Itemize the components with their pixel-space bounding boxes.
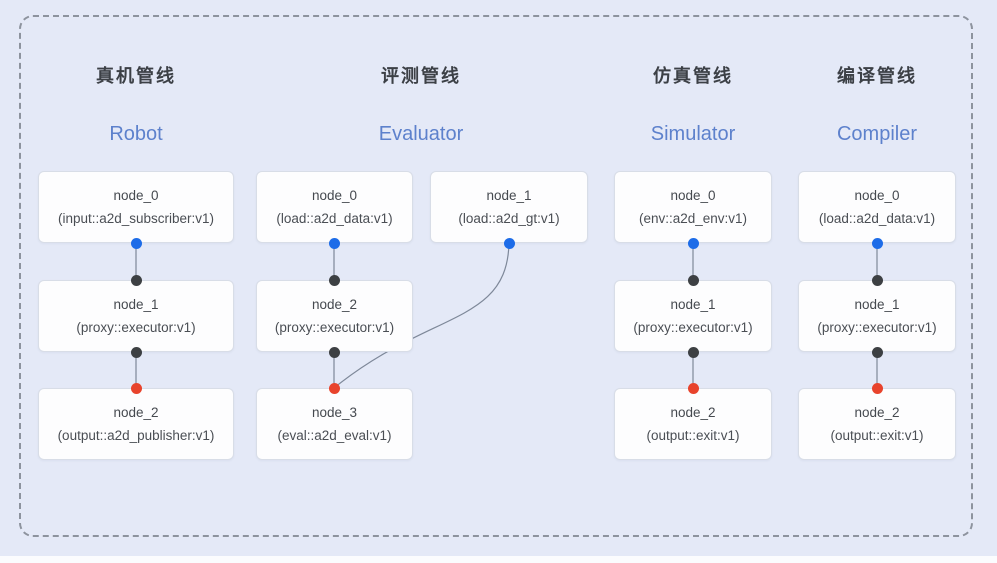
pipeline-title-zh: 编译管线 xyxy=(837,66,917,86)
node-impl: (eval::a2d_eval:v1) xyxy=(277,428,392,443)
port-blue-dot xyxy=(130,237,142,249)
node-name: node_2 xyxy=(113,405,159,420)
node-name: node_2 xyxy=(854,405,900,420)
node-impl: (proxy::executor:v1) xyxy=(817,320,937,335)
node-name: node_0 xyxy=(113,188,159,203)
node-name: node_1 xyxy=(670,297,716,312)
node-name: node_1 xyxy=(113,297,159,312)
node-box-evaluator-0: node_0 (load::a2d_data:v1) xyxy=(256,171,413,243)
port-red-dot xyxy=(130,382,142,394)
node-impl: (load::a2d_data:v1) xyxy=(818,211,936,226)
pipeline-title-zh: 仿真管线 xyxy=(653,66,733,86)
port-red-dot xyxy=(687,382,699,394)
pipeline-title-en: Simulator xyxy=(650,123,736,145)
node-box-compiler-0: node_0 (load::a2d_data:v1) xyxy=(798,171,956,243)
node-name: node_0 xyxy=(670,188,716,203)
node-name: node_2 xyxy=(311,297,358,312)
node-box-robot-1: node_1 (proxy::executor:v1) xyxy=(38,280,234,352)
node-box-robot-0: node_0 (input::a2d_subscriber:v1) xyxy=(38,171,234,243)
node-impl: (output::exit:v1) xyxy=(646,428,740,443)
port-dark-dot xyxy=(130,274,142,286)
node-impl: (load::a2d_data:v1) xyxy=(276,211,393,226)
port-dark-dot xyxy=(871,346,883,358)
port-dark-dot xyxy=(130,346,142,358)
pipeline-title-zh: 真机管线 xyxy=(96,66,176,86)
node-impl: (proxy::executor:v1) xyxy=(274,320,395,335)
pipeline-title-en: Compiler xyxy=(836,123,918,145)
pipeline-title-en: Robot xyxy=(109,123,163,145)
port-dark-dot xyxy=(871,274,883,286)
node-impl: (output::exit:v1) xyxy=(830,428,924,443)
node-box-evaluator-2: node_2 (proxy::executor:v1) xyxy=(256,280,413,352)
node-box-compiler-2: node_2 (output::exit:v1) xyxy=(798,388,956,460)
node-box-compiler-1: node_1 (proxy::executor:v1) xyxy=(798,280,956,352)
node-impl: (output::a2d_publisher:v1) xyxy=(57,428,215,443)
node-box-evaluator-1: node_1 (load::a2d_gt:v1) xyxy=(430,171,588,243)
node-impl: (proxy::executor:v1) xyxy=(633,320,753,335)
port-blue-dot xyxy=(328,237,340,249)
node-name: node_3 xyxy=(311,405,358,420)
pipeline-header-evaluator: 评测管线 Evaluator xyxy=(321,64,521,148)
node-name: node_2 xyxy=(670,405,716,420)
pipeline-title-en: Evaluator xyxy=(378,123,464,145)
pipeline-header-compiler: 编译管线 Compiler xyxy=(777,64,977,148)
node-name: node_1 xyxy=(486,188,532,203)
dashed-frame xyxy=(19,15,973,537)
port-blue-dot xyxy=(687,237,699,249)
port-dark-dot xyxy=(328,274,340,286)
pipeline-title-zh: 评测管线 xyxy=(381,66,461,86)
node-box-evaluator-3: node_3 (eval::a2d_eval:v1) xyxy=(256,388,413,460)
edge-eval-n1-n3-curve xyxy=(333,242,510,389)
node-impl: (load::a2d_gt:v1) xyxy=(458,211,560,226)
pipeline-header-robot: 真机管线 Robot xyxy=(36,64,236,148)
bottom-strip xyxy=(0,556,997,563)
node-box-simulator-1: node_1 (proxy::executor:v1) xyxy=(614,280,772,352)
port-red-dot xyxy=(871,382,883,394)
node-box-simulator-2: node_2 (output::exit:v1) xyxy=(614,388,772,460)
port-blue-dot xyxy=(503,237,515,249)
node-box-robot-2: node_2 (output::a2d_publisher:v1) xyxy=(38,388,234,460)
node-name: node_0 xyxy=(311,188,358,203)
port-dark-dot xyxy=(687,274,699,286)
port-red-dot xyxy=(328,382,340,394)
node-name: node_1 xyxy=(854,297,900,312)
node-impl: (input::a2d_subscriber:v1) xyxy=(57,211,215,226)
node-impl: (proxy::executor:v1) xyxy=(76,320,196,335)
pipeline-header-simulator: 仿真管线 Simulator xyxy=(593,64,793,148)
node-name: node_0 xyxy=(854,188,900,203)
port-dark-dot xyxy=(687,346,699,358)
port-blue-dot xyxy=(871,237,883,249)
node-box-simulator-0: node_0 (env::a2d_env:v1) xyxy=(614,171,772,243)
node-impl: (env::a2d_env:v1) xyxy=(638,211,748,226)
port-dark-dot xyxy=(328,346,340,358)
